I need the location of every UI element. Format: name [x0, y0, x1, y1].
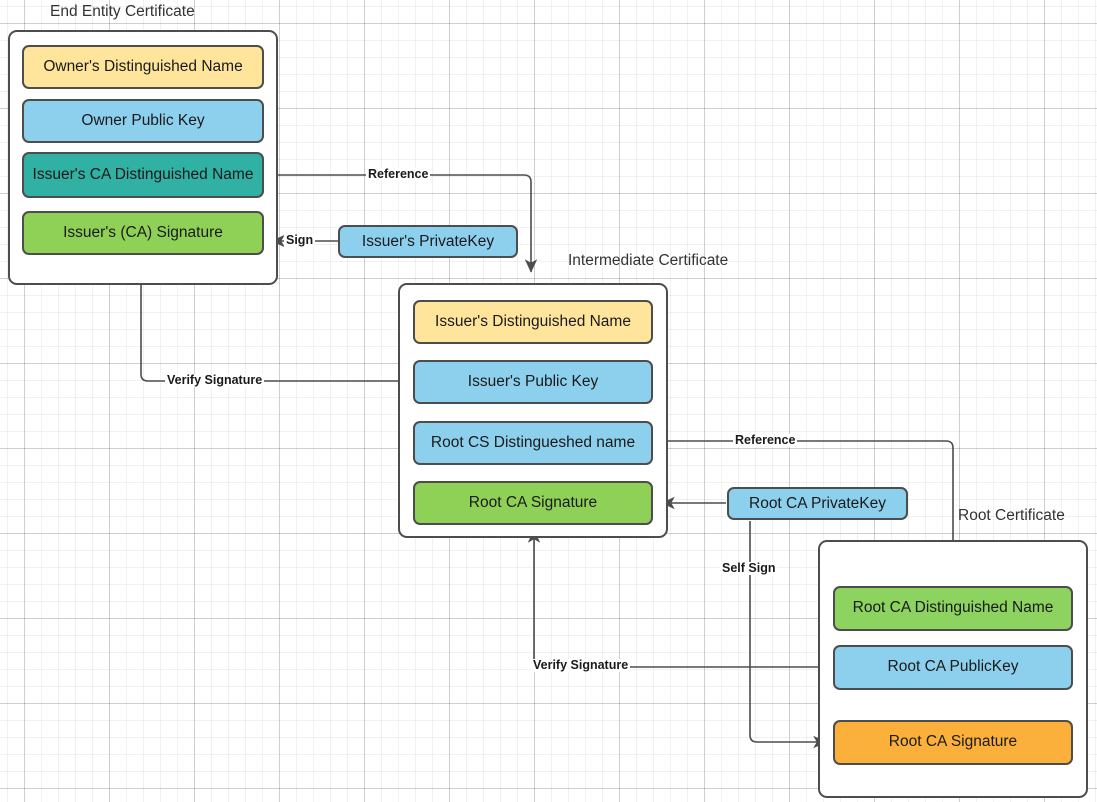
title-end-entity-certificate: End Entity Certificate [50, 3, 195, 20]
field-root-ca-signature[interactable]: Root CA Signature [833, 720, 1073, 765]
title-intermediate-certificate: Intermediate Certificate [568, 252, 729, 269]
field-issuers-ca-distinguished-name[interactable]: Issuer's CA Distinguished Name [22, 152, 264, 198]
field-root-cs-distingueshed-name[interactable]: Root CS Distingueshed name [413, 421, 653, 465]
field-intermediate-root-ca-signature[interactable]: Root CA Signature [413, 481, 653, 525]
field-owner-public-key[interactable]: Owner Public Key [22, 99, 264, 143]
edge-label-sign: Sign [284, 233, 316, 247]
field-root-ca-public-key[interactable]: Root CA PublicKey [833, 645, 1073, 690]
field-root-ca-distinguished-name[interactable]: Root CA Distinguished Name [833, 586, 1073, 631]
key-root-ca-private-key[interactable]: Root CA PrivateKey [727, 487, 908, 520]
edge-label-verify-signature-bottom: Verify Signature [531, 658, 631, 672]
field-issuers-public-key[interactable]: Issuer's Public Key [413, 360, 653, 404]
title-root-certificate: Root Certificate [958, 507, 1065, 524]
edge-label-self-sign: Self Sign [720, 561, 778, 575]
field-owners-distinguished-name[interactable]: Owner's Distinguished Name [22, 45, 264, 89]
edge-label-verify-signature-top: Verify Signature [165, 373, 265, 387]
field-issuers-ca-signature[interactable]: Issuer's (CA) Signature [22, 211, 264, 255]
field-issuers-distinguished-name[interactable]: Issuer's Distinguished Name [413, 300, 653, 344]
key-issuers-private-key[interactable]: Issuer's PrivateKey [338, 225, 518, 258]
edge-label-reference-top: Reference [366, 167, 431, 181]
edge-label-reference-bottom: Reference [733, 433, 798, 447]
